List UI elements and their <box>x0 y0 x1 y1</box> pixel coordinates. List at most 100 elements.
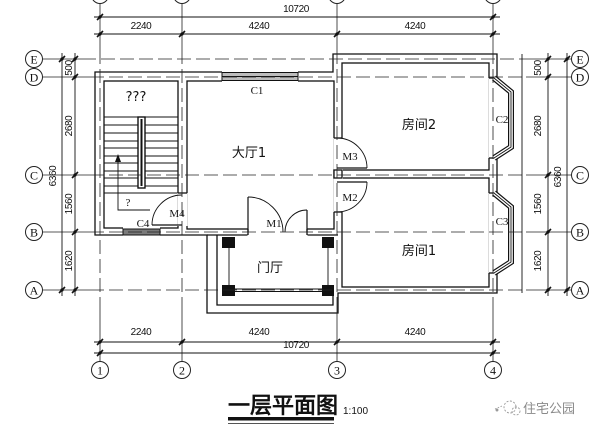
stair-direction-line <box>117 160 150 211</box>
room1-label: 房间1 <box>402 243 436 259</box>
dim-bottom-overall: 10720 <box>283 340 310 351</box>
axis-bubble-c-right <box>571 166 589 184</box>
dim-dot <box>60 288 64 292</box>
porch-structure <box>222 237 334 296</box>
dim-dot <box>491 340 495 344</box>
axis-bubble-b-right <box>571 223 589 241</box>
dim-left-overall: 6360 <box>48 165 59 186</box>
axis-label-b-right: B <box>576 226 584 240</box>
dim-dot <box>491 351 495 355</box>
porch-label: 门厅 <box>257 261 283 276</box>
dim-dot <box>73 288 77 292</box>
axis-bubble-3-top <box>329 0 345 4</box>
door-m1-left-arc <box>247 196 284 233</box>
watermark-text: 住宅公园 <box>523 402 575 417</box>
dim-dot <box>546 57 550 61</box>
dim-dot <box>180 340 184 344</box>
axis-bubble-a-left <box>25 281 43 299</box>
doors <box>151 137 368 233</box>
porch-column <box>322 285 334 296</box>
dim-bottom-segment-1: 2240 <box>131 327 152 338</box>
axis-bubble-2-top <box>174 0 190 4</box>
m1-opening <box>247 228 308 236</box>
window-c2-label: C2 <box>496 114 509 126</box>
door-m2-swing-arc <box>336 181 368 213</box>
door-m4-label: M4 <box>169 208 185 220</box>
axis-bubble-a-right <box>571 281 589 299</box>
dim-ticks <box>58 13 571 357</box>
axis-bubble-b-left <box>25 223 43 241</box>
axis-bubble-e-right <box>571 50 589 68</box>
dim-dot <box>335 32 339 36</box>
title-underline-thick <box>228 417 334 421</box>
axis-bubble-2-bottom <box>173 361 191 379</box>
axis-bubble-1-bottom <box>91 361 109 379</box>
dim-top-segment-1: 2240 <box>131 21 152 32</box>
dim-right-segment-2: 2680 <box>533 115 544 136</box>
dim-bottom-segment-2: 4240 <box>249 327 270 338</box>
door-m2-label: M2 <box>342 192 357 204</box>
axis-label-b-left: B <box>30 226 38 240</box>
door-m1-label: M1 <box>266 218 281 230</box>
door-m4 <box>151 194 183 226</box>
axis-label-3-bottom: 3 <box>334 364 340 378</box>
dim-dot <box>73 173 77 177</box>
wall-post <box>333 169 343 179</box>
bay-window-c2 <box>492 75 514 161</box>
dim-dot <box>546 288 550 292</box>
door-m2 <box>336 181 368 213</box>
axis-label-4-bottom: 4 <box>490 364 496 378</box>
dim-dot <box>335 340 339 344</box>
door-m3 <box>336 137 368 169</box>
dim-dot <box>546 173 550 177</box>
room2-label: 房间2 <box>402 117 436 133</box>
dim-dot <box>98 351 102 355</box>
axis-label-d-left: D <box>30 71 39 85</box>
labels: ??? ? 大厅1 房间2 房间1 门厅 C1 C2 C3 C4 M1 M2 M… <box>126 85 509 276</box>
axis-label-d-right: D <box>576 71 585 85</box>
porch-column <box>222 237 235 248</box>
c2-opening <box>488 78 499 158</box>
porch-column <box>322 237 334 248</box>
drawing-scale: 1:100 <box>343 406 368 417</box>
dim-top-segment-3: 4240 <box>405 21 426 32</box>
axis-label-e-left: E <box>30 53 37 67</box>
window-c3-label: C3 <box>496 216 509 228</box>
axis-bubble-d-left <box>25 68 43 86</box>
title-block: 一层平面图 1:100 <box>228 394 368 424</box>
axis-bubbles: 1 2 3 4 E D C B A E D C B A <box>25 0 589 379</box>
bay-window-c3 <box>492 190 514 276</box>
dim-top-overall: 10720 <box>283 4 310 15</box>
dim-dot <box>546 230 550 234</box>
dim-dot <box>73 57 77 61</box>
door-m1 <box>247 196 308 233</box>
door-m1-right-arc <box>284 209 308 233</box>
dim-left-segment-4: 1620 <box>64 250 75 271</box>
dim-dot <box>98 32 102 36</box>
wechat-icon <box>494 400 521 416</box>
axis-label-a-right: A <box>576 284 585 298</box>
door-m3-label: M3 <box>342 151 358 163</box>
stair-note: ? <box>126 197 131 209</box>
dim-right-segment-3: 1560 <box>533 193 544 214</box>
dim-dot <box>98 15 102 19</box>
dim-dot <box>565 288 569 292</box>
dim-right-segment-1: 500 <box>533 59 544 75</box>
door-m4-swing-arc <box>151 194 183 226</box>
arrow-up-icon <box>115 154 121 162</box>
porch-column <box>222 285 235 296</box>
axis-bubble-e-left <box>25 50 43 68</box>
dim-left-segment-2: 2680 <box>64 115 75 136</box>
axis-bubble-d-right <box>571 68 589 86</box>
dim-dot <box>565 57 569 61</box>
axis-bubble-c-left <box>25 166 43 184</box>
dim-dot <box>546 75 550 79</box>
dim-dot <box>180 32 184 36</box>
building-outline <box>94 53 498 314</box>
dim-left-segment-3: 1560 <box>64 193 75 214</box>
drawing-title: 一层平面图 <box>228 394 338 419</box>
axis-bubble-1-top <box>92 0 108 4</box>
dim-top-segment-2: 4240 <box>249 21 270 32</box>
dim-left-segment-1: 500 <box>64 59 75 75</box>
dim-dot <box>73 230 77 234</box>
